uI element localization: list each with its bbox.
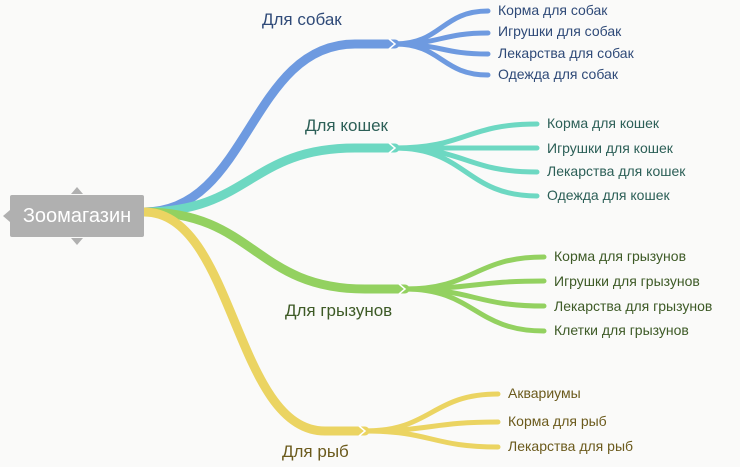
connector-rodents xyxy=(139,207,410,294)
connector-fish xyxy=(139,207,370,436)
leaf-fish-food[interactable]: Корма для рыб xyxy=(508,413,607,429)
connector-cats-leaf-4 xyxy=(392,145,540,199)
leaf-dogs-toys[interactable]: Игрушки для собак xyxy=(498,23,622,39)
connector-cats xyxy=(139,143,400,217)
branch-rodents[interactable]: Для грызунов xyxy=(285,301,393,320)
leaf-fish-aquariums[interactable]: Аквариумы xyxy=(508,385,581,401)
branch-fish[interactable]: Для рыб xyxy=(282,442,349,461)
root-topic[interactable]: Зоомагазин xyxy=(10,195,144,237)
expand-up-handle[interactable] xyxy=(71,187,83,194)
connector-dogs xyxy=(139,39,400,217)
connector-fish-leaf-3 xyxy=(362,428,501,450)
leaf-dogs-food[interactable]: Корма для собак xyxy=(498,2,608,18)
expand-left-handle[interactable] xyxy=(3,210,10,222)
collapse-fish-icon[interactable] xyxy=(358,425,367,437)
collapse-cats-icon[interactable] xyxy=(388,142,397,154)
leaf-rodents-cages[interactable]: Клетки для грызунов xyxy=(554,322,689,338)
connector-rodents-leaf-4 xyxy=(402,286,547,334)
connector-cats-leaf-1 xyxy=(392,121,540,151)
branch-cats[interactable]: Для кошек xyxy=(305,116,388,135)
branch-dogs[interactable]: Для собак xyxy=(262,10,342,29)
leaf-rodents-medicine[interactable]: Лекарства для грызунов xyxy=(554,298,713,314)
leaf-cats-toys[interactable]: Игрушки для кошек xyxy=(547,140,673,156)
leaf-dogs-clothes[interactable]: Одежда для собак xyxy=(498,66,618,82)
leaf-fish-medicine[interactable]: Лекарства для рыб xyxy=(508,438,634,454)
leaf-cats-clothes[interactable]: Одежда для кошек xyxy=(547,187,670,203)
leaf-cats-medicine[interactable]: Лекарства для кошек xyxy=(547,163,686,179)
collapse-dogs-icon[interactable] xyxy=(388,38,397,50)
leaf-cats-food[interactable]: Корма для кошек xyxy=(547,115,660,131)
connector-dogs-leaf-4 xyxy=(392,41,491,78)
leaf-dogs-medicine[interactable]: Лекарства для собак xyxy=(498,45,634,61)
leaf-rodents-food[interactable]: Корма для грызунов xyxy=(554,248,687,264)
leaf-rodents-toys[interactable]: Игрушки для грызунов xyxy=(554,273,700,289)
collapse-rodents-icon[interactable] xyxy=(398,283,407,295)
expand-down-handle[interactable] xyxy=(71,238,83,245)
